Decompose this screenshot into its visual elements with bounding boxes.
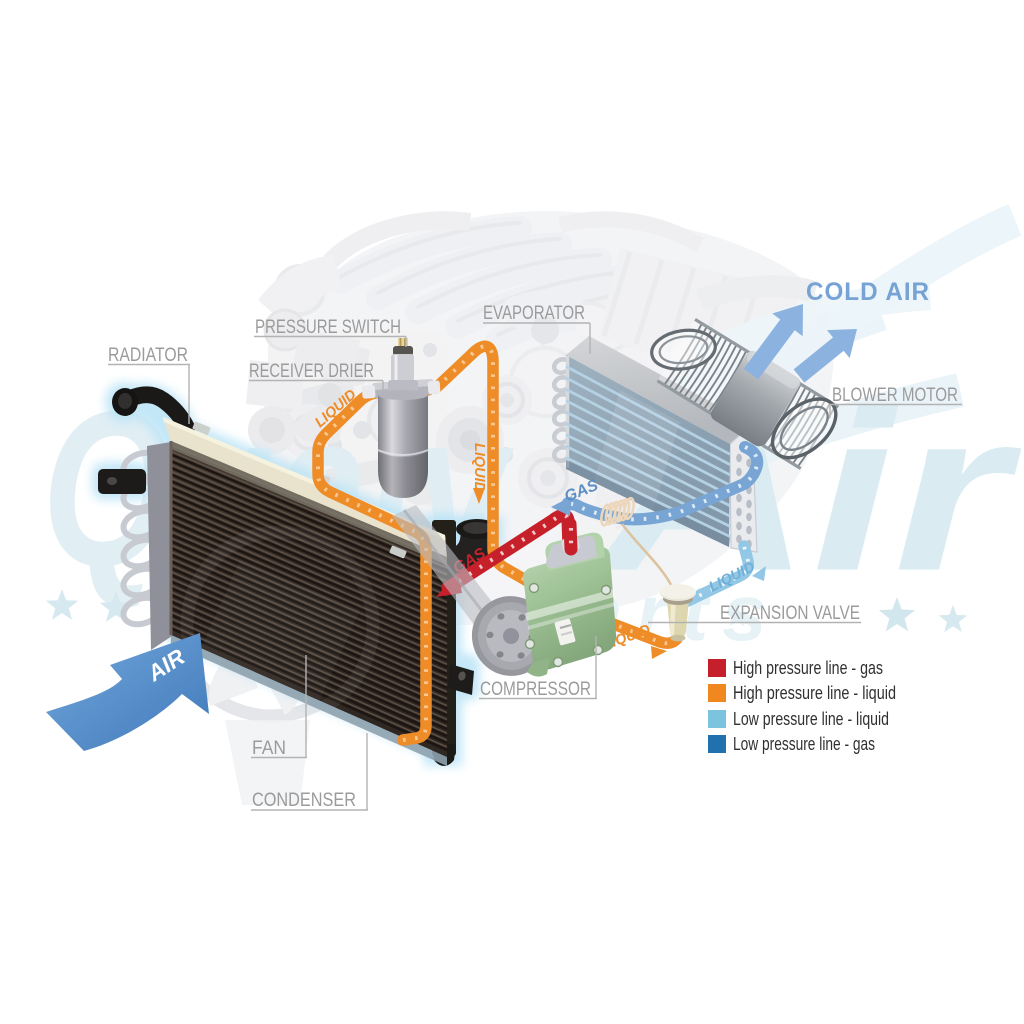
svg-text:CONDENSER: CONDENSER <box>252 789 356 811</box>
svg-text:BLOWER MOTOR: BLOWER MOTOR <box>832 384 958 406</box>
svg-text:Low pressure line - liquid: Low pressure line - liquid <box>733 709 889 729</box>
svg-text:LIQUID: LIQUID <box>471 443 487 493</box>
svg-text:COMPRESSOR: COMPRESSOR <box>480 678 591 700</box>
svg-text:EVAPORATOR: EVAPORATOR <box>483 302 585 324</box>
svg-text:RADIATOR: RADIATOR <box>108 344 188 366</box>
svg-text:High pressure line - liquid: High pressure line - liquid <box>733 683 896 703</box>
svg-text:RECEIVER DRIER: RECEIVER DRIER <box>249 360 374 382</box>
svg-text:High pressure line - gas: High pressure line - gas <box>733 658 883 678</box>
svg-text:PRESSURE SWITCH: PRESSURE SWITCH <box>255 316 401 338</box>
svg-text:EXPANSION VALVE: EXPANSION VALVE <box>720 602 860 624</box>
svg-text:FAN: FAN <box>252 737 286 759</box>
svg-text:COLD AIR: COLD AIR <box>806 278 930 306</box>
svg-text:Low pressure line - gas: Low pressure line - gas <box>733 734 875 754</box>
